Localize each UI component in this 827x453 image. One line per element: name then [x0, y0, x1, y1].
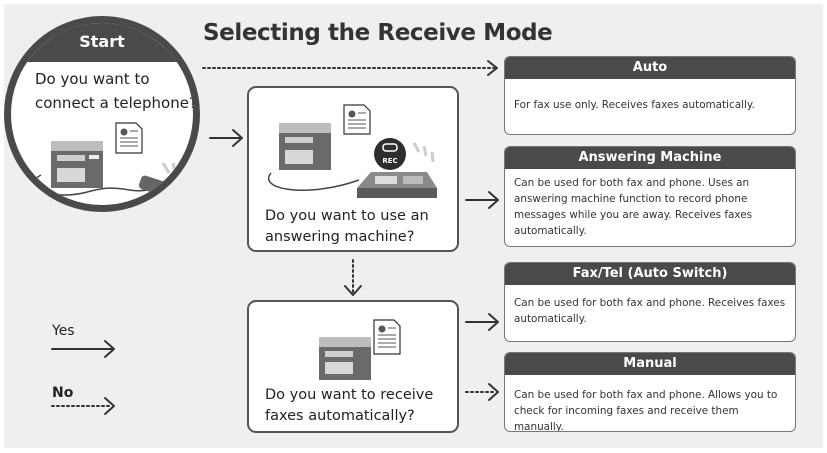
- question-box-answering-machine: REC Do you want to use an answering mach…: [247, 86, 459, 252]
- solid-arrow-icon: [465, 313, 499, 331]
- mode-answering-machine: Answering Machine Can be used for both f…: [504, 146, 796, 247]
- printer-icon: [319, 337, 371, 380]
- dotted-arrow-icon: [344, 259, 362, 296]
- answering-illustration: REC: [268, 104, 437, 198]
- mode-answering-machine-title: Answering Machine: [505, 147, 795, 169]
- dotted-arrow-icon: [202, 60, 498, 76]
- legend-dotted-arrow-icon: [51, 397, 115, 415]
- dotted-arrow-icon: [465, 383, 499, 401]
- fax-machine-icon: [357, 172, 437, 198]
- question-text-receive-auto: Do you want to receive faxes automatical…: [265, 387, 434, 424]
- receive-illustration: [319, 319, 401, 380]
- mode-manual-description: Can be used for both fax and phone. Allo…: [514, 389, 778, 432]
- start-band: [11, 23, 193, 62]
- legend-yes-label: Yes: [52, 323, 75, 339]
- legend-no-label: No: [52, 385, 74, 401]
- document-icon: [115, 122, 143, 154]
- mode-fax-tel: Fax/Tel (Auto Switch) Can be used for bo…: [504, 262, 796, 342]
- mode-manual-title: Manual: [505, 353, 795, 375]
- start-node: Start Do you want to connect a telephone…: [4, 16, 200, 212]
- question-text-answering-machine: Do you want to use an answering machine?: [265, 208, 429, 245]
- document-icon: [343, 104, 371, 135]
- mode-auto-title: Auto: [505, 57, 795, 79]
- start-label: Start: [79, 32, 125, 51]
- mode-fax-tel-description: Can be used for both fax and phone. Rece…: [514, 297, 786, 325]
- page-title: Selecting the Receive Mode: [203, 20, 553, 46]
- start-question: Do you want to connect a telephone?: [35, 70, 197, 112]
- document-icon: [373, 319, 401, 355]
- telephone-icon: [138, 162, 185, 202]
- start-illustration: [33, 122, 185, 202]
- rec-badge: REC: [382, 157, 397, 165]
- question-box-receive-auto: Do you want to receive faxes automatical…: [247, 300, 459, 433]
- printer-icon: [279, 123, 331, 170]
- answering-machine-icon: REC: [374, 138, 435, 170]
- solid-arrow-icon: [209, 129, 243, 147]
- solid-arrow-icon: [465, 191, 499, 209]
- legend-solid-arrow-icon: [51, 340, 115, 358]
- mode-auto-description: For fax use only. Receives faxes automat…: [514, 99, 755, 111]
- mode-manual: Manual Can be used for both fax and phon…: [504, 352, 796, 432]
- mode-answering-machine-description: Can be used for both fax and phone. Uses…: [514, 177, 753, 237]
- mode-auto: Auto For fax use only. Receives faxes au…: [504, 56, 796, 135]
- printer-icon: [51, 141, 103, 188]
- mode-fax-tel-title: Fax/Tel (Auto Switch): [505, 263, 795, 285]
